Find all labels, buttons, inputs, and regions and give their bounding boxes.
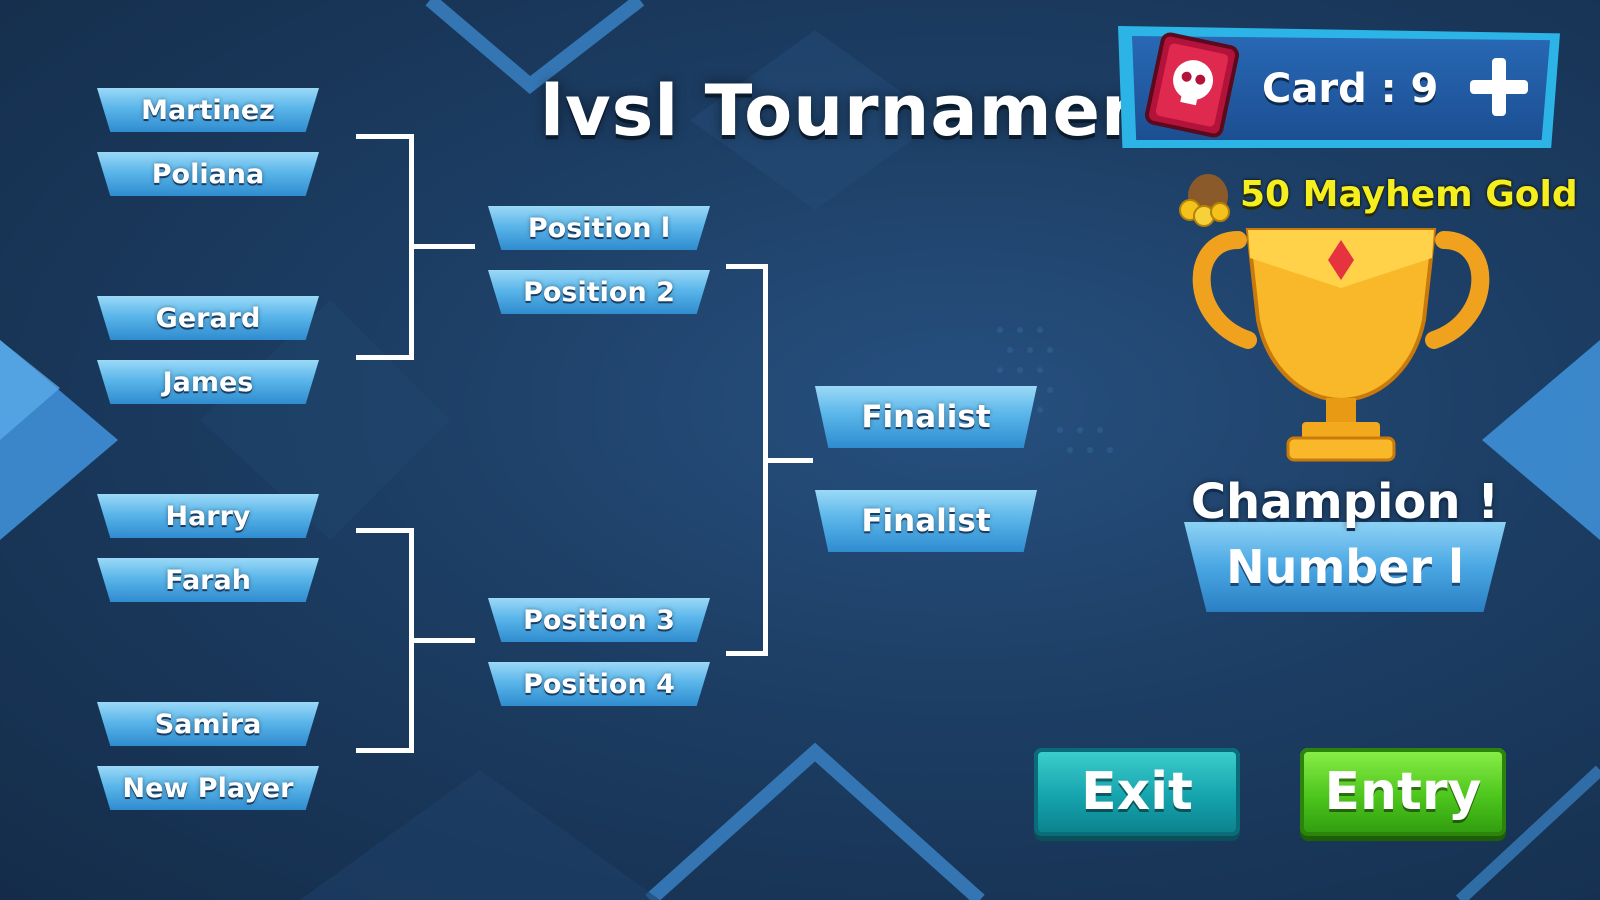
ticket-card-icon [1144,32,1240,138]
position-slot-1: Position l [488,206,710,250]
champion-heading: Champion ! [1190,474,1500,530]
bracket-line [763,458,813,463]
finalist-slot-1: Finalist [815,386,1037,448]
bracket-line [409,638,475,643]
exit-button[interactable]: Exit [1034,748,1240,836]
position-slot-4: Position 4 [488,662,710,706]
position-slot-2: Position 2 [488,270,710,314]
entry-button[interactable]: Entry [1300,748,1506,836]
bracket-line [356,355,414,360]
finalist-slot-2: Finalist [815,490,1037,552]
player-slot-farah: Farah [97,558,319,602]
tournament-title: lvsl Tournament [540,70,1187,152]
player-slot-poliana: Poliana [97,152,319,196]
player-slot-james: James [97,360,319,404]
bracket-line [356,134,414,139]
player-slot-samira: Samira [97,702,319,746]
gold-coins-icon [1179,174,1230,227]
champion-plate [1184,522,1506,612]
card-count-label: Card : 9 [1262,66,1439,112]
trophy-icon [1192,228,1490,462]
bracket-line [726,264,768,269]
reward-gold-text: 50 Mayhem Gold [1240,174,1578,215]
player-slot-gerard: Gerard [97,296,319,340]
player-slot-harry: Harry [97,494,319,538]
bracket-line [356,528,414,533]
player-slot-new-player: New Player [97,766,319,810]
champion-rank: Number l [1226,540,1464,594]
bracket-line [409,244,475,249]
bracket-line [356,748,414,753]
plus-icon[interactable] [1466,54,1532,120]
position-slot-3: Position 3 [488,598,710,642]
bracket-line [726,651,768,656]
player-slot-martinez: Martinez [97,88,319,132]
